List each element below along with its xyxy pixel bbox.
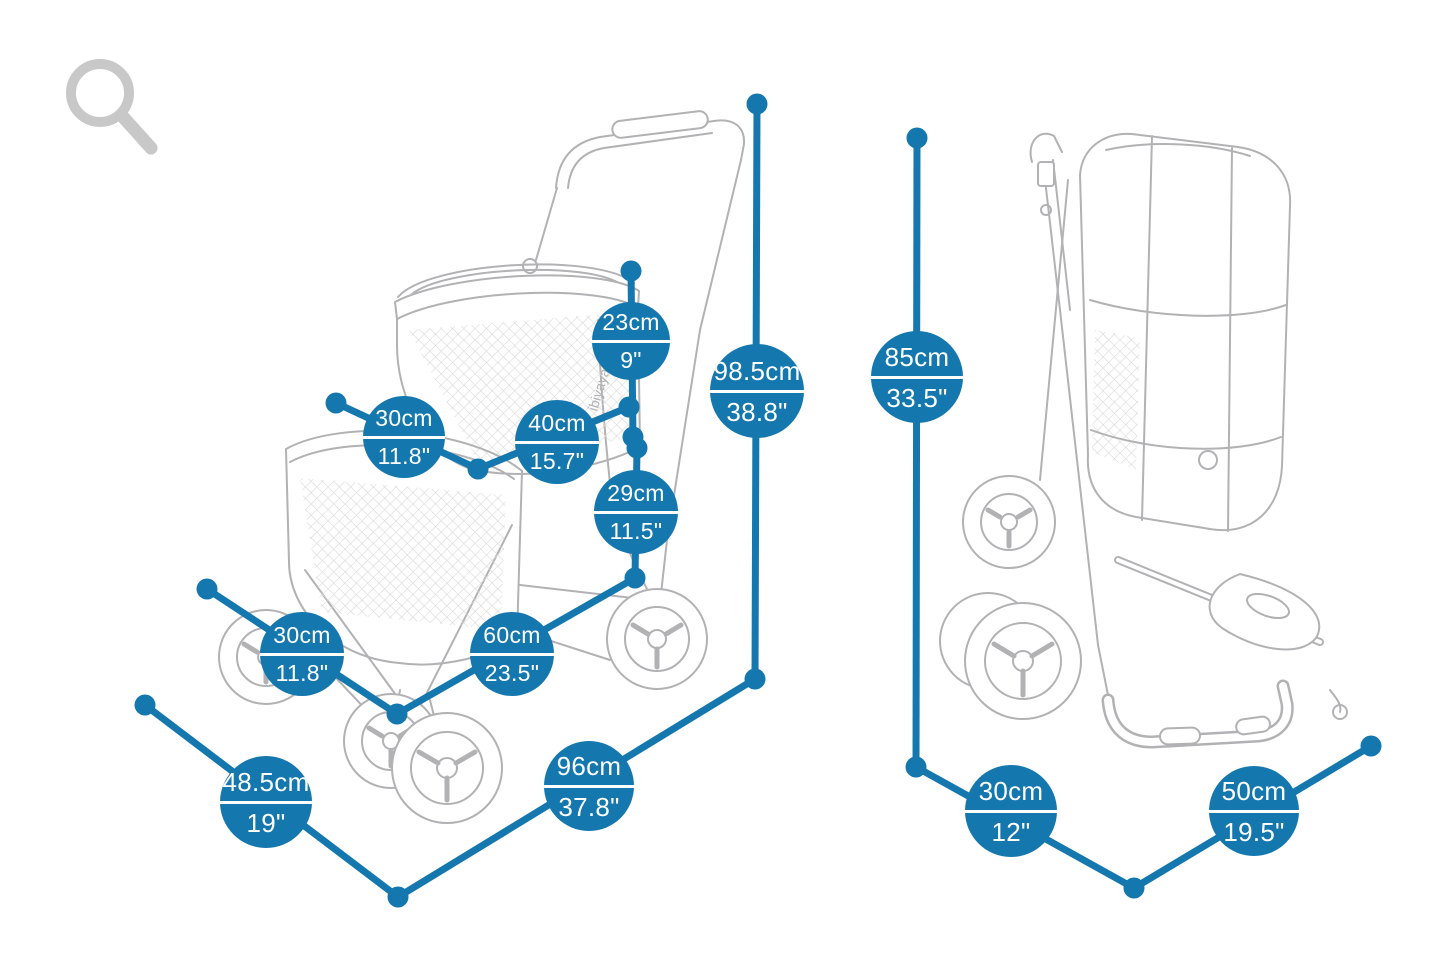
measurement-cm: 48.5cm bbox=[222, 766, 310, 797]
measurement-badge-lower-cabin-length: 60cm 23.5" bbox=[470, 612, 554, 696]
measure-endpoint-dot bbox=[387, 886, 409, 908]
measurement-inches: 15.7" bbox=[529, 447, 585, 474]
badge-divider bbox=[220, 800, 312, 804]
badge-divider bbox=[710, 389, 804, 393]
measure-endpoint-dot bbox=[624, 567, 646, 589]
measurement-badge-upper-cabin-width: 30cm 11.8" bbox=[363, 396, 445, 478]
measurement-cm: 30cm bbox=[978, 775, 1044, 806]
measurement-badge-lower-cabin-width: 30cm 11.8" bbox=[260, 612, 344, 696]
badge-divider bbox=[260, 652, 344, 656]
measurement-dots-folded bbox=[905, 127, 1382, 899]
measurement-cm: 98.5cm bbox=[713, 355, 801, 386]
measurement-cm: 50cm bbox=[1221, 775, 1287, 806]
folded-handle-bar bbox=[1101, 679, 1348, 749]
measure-endpoint-dot bbox=[1360, 735, 1382, 757]
measurement-inches: 11.8" bbox=[275, 659, 329, 686]
measure-endpoint-dot bbox=[746, 93, 768, 115]
measurement-inches: 23.5" bbox=[484, 659, 540, 686]
measure-endpoint-dot bbox=[467, 458, 489, 480]
measurement-inches: 38.8" bbox=[726, 396, 788, 427]
measurement-badge-base-length: 96cm 37.8" bbox=[544, 741, 634, 831]
measure-endpoint-dot bbox=[1123, 877, 1145, 899]
folded-rear-tray bbox=[1114, 556, 1324, 651]
measure-endpoint-dot bbox=[325, 392, 347, 414]
measurement-inches: 11.5" bbox=[609, 517, 663, 544]
measurement-inches: 12" bbox=[991, 816, 1031, 847]
measurement-cm: 30cm bbox=[375, 404, 433, 431]
badge-divider bbox=[470, 652, 554, 656]
measurement-badge-upper-entry-height: 23cm 9" bbox=[592, 302, 670, 380]
magnifier-icon[interactable] bbox=[66, 59, 158, 155]
measurement-badge-folded-height: 85cm 33.5" bbox=[871, 331, 963, 423]
measurement-cm: 96cm bbox=[556, 750, 622, 781]
measure-endpoint-dot bbox=[744, 668, 766, 690]
measurement-badge-folded-length: 50cm 19.5" bbox=[1209, 766, 1299, 856]
measurement-badge-overall-height: 98.5cm 38.8" bbox=[710, 344, 804, 438]
measurement-inches: 19.5" bbox=[1223, 816, 1285, 847]
measure-endpoint-dot bbox=[386, 703, 408, 725]
measurement-cm: 60cm bbox=[483, 621, 541, 648]
wheel-rear-right bbox=[606, 588, 708, 690]
measure-endpoint-dot bbox=[620, 260, 642, 282]
badge-divider bbox=[544, 784, 634, 788]
badge-divider bbox=[965, 809, 1057, 813]
measurement-cm: 85cm bbox=[884, 341, 950, 372]
folded-wheel-lower bbox=[964, 602, 1082, 720]
measurement-badge-base-width: 48.5cm 19" bbox=[220, 756, 312, 848]
badge-divider bbox=[592, 339, 670, 343]
measure-endpoint-dot bbox=[618, 396, 640, 418]
measure-endpoint-dot bbox=[906, 127, 928, 149]
measurement-inches: 33.5" bbox=[886, 382, 948, 413]
measurement-cm: 40cm bbox=[528, 409, 586, 436]
measurement-inches: 11.8" bbox=[377, 442, 431, 469]
measure-endpoint-dot bbox=[905, 756, 927, 778]
wheel-front bbox=[391, 712, 503, 824]
badge-divider bbox=[871, 375, 963, 379]
measurement-badge-lower-cabin-height: 29cm 11.5" bbox=[594, 470, 678, 554]
measurement-dots-open bbox=[134, 93, 768, 908]
measurement-inches: 37.8" bbox=[558, 791, 620, 822]
measurement-cm: 29cm bbox=[607, 479, 665, 506]
badge-divider bbox=[515, 440, 599, 444]
measurement-badge-folded-width: 30cm 12" bbox=[965, 765, 1057, 857]
folded-stroller-illustration bbox=[939, 132, 1348, 749]
measure-endpoint-dot bbox=[626, 437, 648, 459]
measurement-cm: 30cm bbox=[273, 621, 331, 648]
badge-divider bbox=[363, 435, 445, 439]
folded-wheel-upper bbox=[962, 475, 1056, 569]
badge-divider bbox=[1209, 809, 1299, 813]
measurement-cm: 23cm bbox=[602, 308, 660, 335]
measurement-inches: 19" bbox=[246, 807, 286, 838]
badge-divider bbox=[594, 510, 678, 514]
measure-line-folded-height bbox=[912, 137, 921, 768]
measure-endpoint-dot bbox=[134, 694, 156, 716]
measure-endpoint-dot bbox=[196, 578, 218, 600]
folded-seat-bundle bbox=[1079, 132, 1292, 532]
folded-frame bbox=[1029, 132, 1111, 706]
stroller-handle bbox=[555, 110, 746, 189]
measurement-inches: 9" bbox=[620, 346, 642, 373]
measurement-badge-upper-cabin-length: 40cm 15.7" bbox=[515, 400, 599, 484]
